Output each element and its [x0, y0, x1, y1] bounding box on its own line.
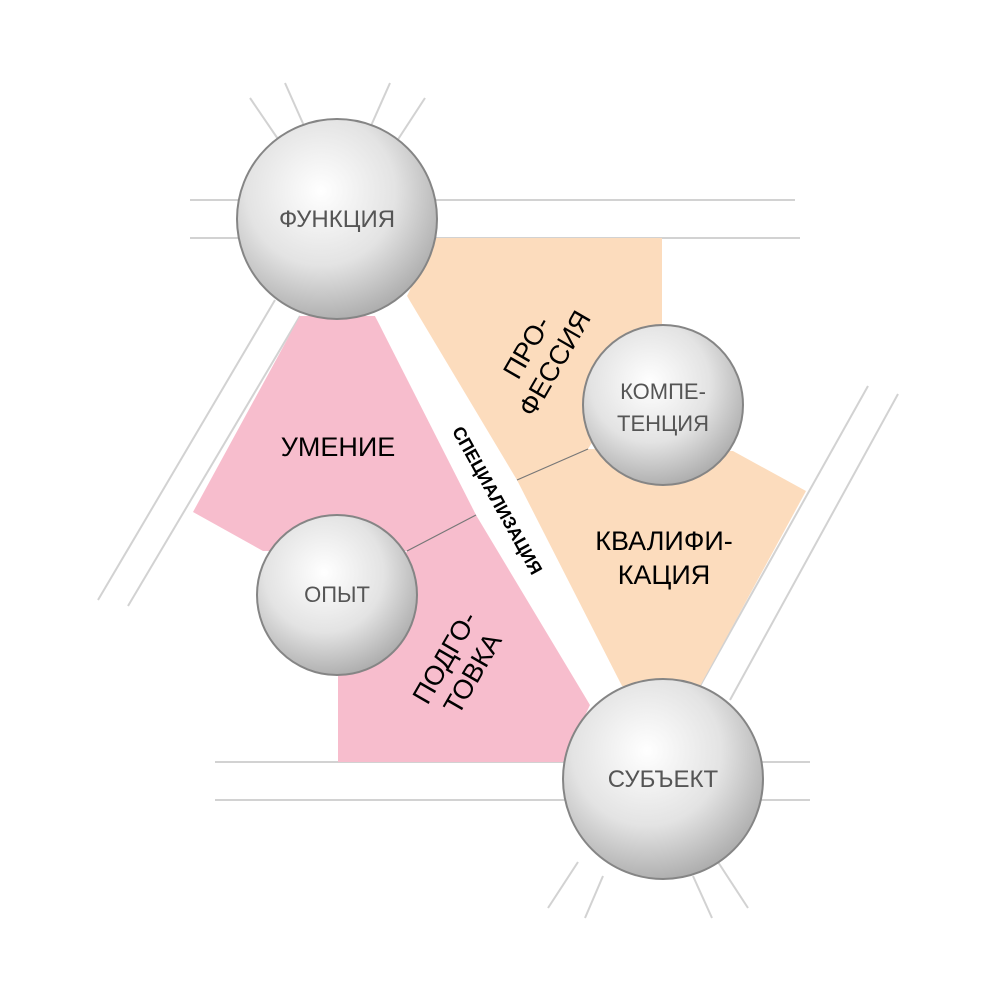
region-qualification-label-2: КАЦИЯ [618, 560, 711, 590]
node-subject-label: СУБЪЕКТ [608, 766, 719, 793]
node-competence-label-2: ТЕНЦИЯ [617, 411, 709, 436]
node-competence-label-1: КОМПЕ- [620, 379, 706, 404]
node-experience-label: ОПЫТ [304, 582, 370, 607]
node-competence [582, 324, 744, 486]
node-function [236, 118, 438, 320]
node-function-label: ФУНКЦИЯ [279, 206, 395, 233]
region-skill-label: УМЕНИЕ [281, 432, 396, 462]
node-subject [562, 678, 764, 880]
region-skill [193, 316, 476, 551]
region-qualification [517, 449, 806, 686]
specialization-band [375, 296, 622, 705]
region-qualification-label-1: КВАЛИФИ- [595, 526, 733, 556]
region-dividers [406, 448, 589, 552]
node-experience [256, 514, 418, 676]
